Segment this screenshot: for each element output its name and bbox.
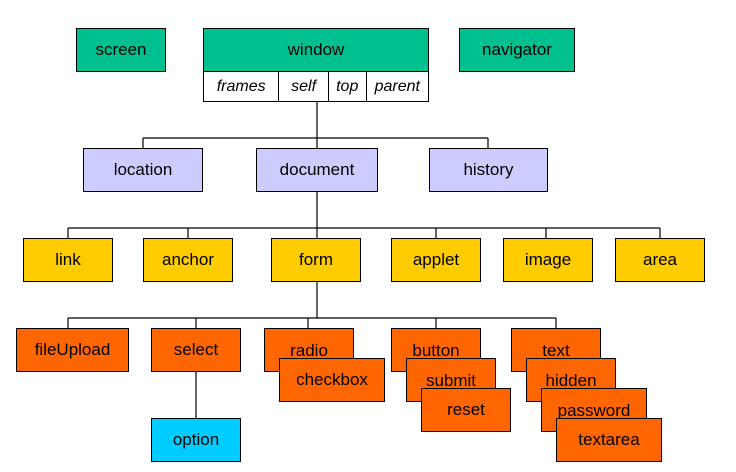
node-image: image — [503, 238, 593, 282]
node-area: area — [615, 238, 705, 282]
node-form: form — [271, 238, 361, 282]
node-textarea: textarea — [556, 418, 662, 462]
node-screen: screen — [76, 28, 166, 72]
prop-frames: frames — [204, 72, 280, 101]
prop-parent: parent — [374, 77, 420, 95]
node-document: document — [256, 148, 378, 192]
node-select: select — [151, 328, 241, 372]
node-fileupload: fileUpload — [16, 328, 129, 372]
node-window: window — [203, 28, 429, 72]
node-location: location — [83, 148, 203, 192]
node-applet: applet — [391, 238, 481, 282]
node-history: history — [429, 148, 548, 192]
prop-self: self — [279, 72, 329, 101]
node-link: link — [23, 238, 113, 282]
prop-top: top — [329, 72, 367, 101]
node-reset: reset — [421, 388, 511, 432]
node-checkbox: checkbox — [279, 358, 385, 402]
window-properties: frames self top parent — [203, 72, 429, 102]
node-navigator: navigator — [459, 28, 575, 72]
node-option: option — [151, 418, 241, 462]
node-anchor: anchor — [143, 238, 233, 282]
